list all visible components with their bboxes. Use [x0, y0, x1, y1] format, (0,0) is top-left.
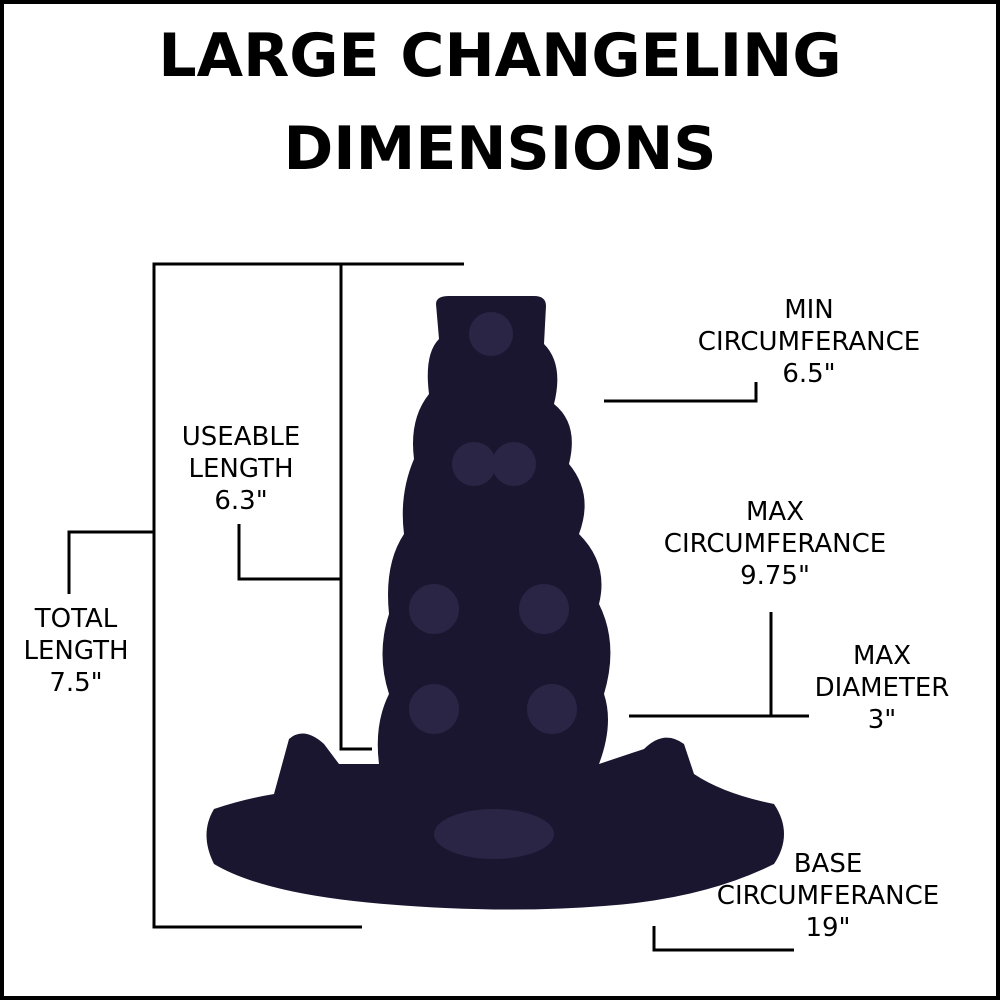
diagram-graphics — [67, 262, 809, 952]
min-circ-line — [604, 382, 758, 403]
title-line-1: LARGE CHANGELING — [158, 21, 842, 91]
base-circ-line — [652, 926, 794, 952]
total-length-bracket — [152, 262, 464, 929]
product-bumps — [409, 312, 577, 859]
total-length-connector — [67, 530, 154, 594]
dimension-lines — [67, 262, 809, 952]
useable-length-connector — [237, 524, 341, 581]
product-silhouette — [206, 296, 784, 910]
title-line-2: DIMENSIONS — [283, 114, 717, 184]
useable-length-bracket — [339, 264, 372, 751]
